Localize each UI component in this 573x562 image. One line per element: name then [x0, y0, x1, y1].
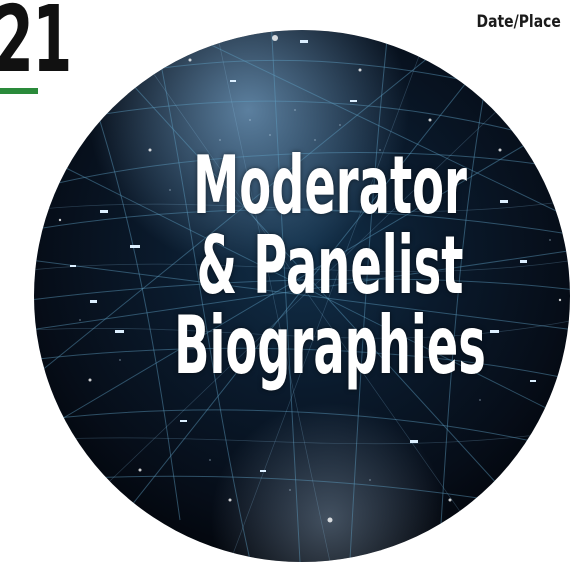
globe-graphic	[34, 30, 570, 562]
headline-line-2: & Panelist	[196, 219, 464, 312]
headline: Moderator & Panelist Biographies	[156, 146, 504, 386]
green-accent-rule	[0, 88, 38, 94]
year-fragment: 21	[0, 0, 72, 93]
headline-line-1: Moderator	[193, 139, 467, 232]
network-globe-icon: Moderator & Panelist Biographies	[30, 0, 573, 562]
headline-line-3: Biographies	[174, 299, 486, 392]
date-place-label: Date/Place	[476, 12, 561, 32]
